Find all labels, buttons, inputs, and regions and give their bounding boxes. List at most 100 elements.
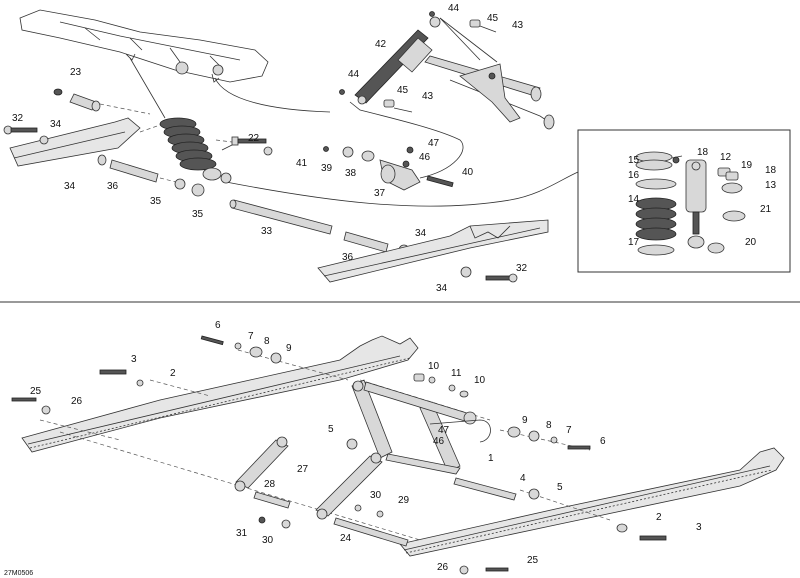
left-rail-top: [9, 117, 181, 167]
callout-44: 44: [348, 69, 360, 80]
diagram-code: 27M0506: [4, 570, 33, 577]
callout-5: 5: [557, 482, 563, 493]
bolt-32-washer-34: [3, 125, 49, 145]
cross-shaft-33: [229, 199, 410, 256]
pivot-hardware-10-11: [413, 373, 469, 398]
callout-22: 22: [248, 133, 260, 144]
pivot-hardware-right: [507, 426, 591, 450]
callout-10: 10: [474, 375, 486, 386]
callout-19: 19: [741, 160, 753, 171]
callout-12: 12: [720, 152, 732, 163]
callout-7: 7: [566, 425, 572, 436]
callout-1: 1: [488, 453, 494, 464]
bolt-32-washer-34-right: [460, 266, 518, 283]
bolt-25-left: [11, 397, 51, 415]
hardware-44-45-43-top: [339, 11, 497, 113]
callout-18: 18: [697, 147, 709, 158]
callout-40: 40: [462, 167, 474, 178]
pivot-hardware-left: [200, 335, 282, 364]
callout-2: 2: [656, 512, 662, 523]
callout-36: 36: [107, 181, 119, 192]
part-labels-bottom: 6 7 8 9 3 2 10 11 10 25 26 5 9 8 7 47 46…: [30, 320, 702, 573]
callout-47: 47: [428, 138, 440, 149]
callout-26: 26: [71, 396, 83, 407]
front-arm-1: [351, 379, 491, 475]
right-rail-top: [317, 219, 549, 283]
bushing-5: [346, 438, 540, 500]
rear-arm-bracket: [424, 55, 555, 130]
tube-36-left: [97, 154, 205, 197]
callout-25: 25: [527, 555, 539, 566]
callout-6: 6: [215, 320, 221, 331]
callout-31: 31: [236, 528, 248, 539]
left-rail-bottom: [21, 335, 419, 453]
bolt-22: [215, 136, 273, 156]
callout-41: 41: [296, 158, 308, 169]
rear-shock-spring-assembly: [159, 117, 235, 184]
callout-27: 27: [297, 464, 309, 475]
callout-44: 44: [448, 3, 460, 14]
callout-6: 6: [600, 436, 606, 447]
callout-46: 46: [419, 152, 431, 163]
spring-rod-3: [99, 369, 144, 387]
callout-24: 24: [340, 533, 352, 544]
callout-34: 34: [436, 283, 448, 294]
callout-32: 32: [12, 113, 24, 124]
part-labels-inset: 18 12 15 19 18 16 13 14 21 17 20: [628, 147, 777, 248]
callout-23: 23: [70, 67, 82, 78]
callout-47: 47: [438, 425, 450, 436]
callout-9: 9: [286, 343, 292, 354]
callout-16: 16: [628, 170, 640, 181]
bushing-23: [53, 88, 151, 115]
part-labels-top: 44 45 43 42 44 45 43 23 32 34 22 47 46 4…: [12, 3, 528, 294]
callout-3: 3: [131, 354, 137, 365]
callout-34: 34: [415, 228, 427, 239]
callout-35: 35: [150, 196, 162, 207]
callout-17: 17: [628, 237, 640, 248]
callout-20: 20: [745, 237, 757, 248]
callout-35: 35: [192, 209, 204, 220]
chassis-frame-outline: [19, 9, 269, 83]
callout-45: 45: [397, 85, 409, 96]
callout-39: 39: [321, 163, 333, 174]
callout-14: 14: [628, 194, 640, 205]
callout-33: 33: [261, 226, 273, 237]
callout-28: 28: [264, 479, 276, 490]
callout-30: 30: [262, 535, 274, 546]
callout-46: 46: [433, 436, 445, 447]
bracket-37-assembly: [323, 146, 454, 191]
shaft-24: [333, 517, 409, 547]
callout-43: 43: [512, 20, 524, 31]
callout-11: 11: [451, 368, 462, 379]
callout-8: 8: [264, 336, 270, 347]
callout-25: 25: [30, 386, 42, 397]
callout-30: 30: [370, 490, 382, 501]
callout-18: 18: [765, 165, 777, 176]
callout-29: 29: [398, 495, 410, 506]
callout-32: 32: [516, 263, 528, 274]
shaft-4: [453, 477, 517, 501]
callout-8: 8: [546, 420, 552, 431]
callout-15: 15: [628, 155, 640, 166]
callout-5: 5: [328, 424, 334, 435]
callout-42: 42: [375, 39, 387, 50]
callout-36: 36: [342, 252, 354, 263]
callout-34: 34: [64, 181, 76, 192]
callout-13: 13: [765, 180, 777, 191]
callout-37: 37: [374, 188, 386, 199]
callout-43: 43: [422, 91, 434, 102]
hardware-29-30-31: [258, 504, 384, 529]
callout-7: 7: [248, 331, 254, 342]
hardware-bottom-right: [459, 523, 667, 575]
inset-shock-detail: [577, 129, 791, 273]
tube-28: [253, 491, 291, 509]
callout-2: 2: [170, 368, 176, 379]
callout-26: 26: [437, 562, 449, 573]
callout-10: 10: [428, 361, 440, 372]
callout-21: 21: [760, 204, 772, 215]
shock-absorber-42: [354, 16, 441, 105]
right-rail-bottom: [399, 447, 785, 557]
callout-45: 45: [487, 13, 499, 24]
callout-3: 3: [696, 522, 702, 533]
